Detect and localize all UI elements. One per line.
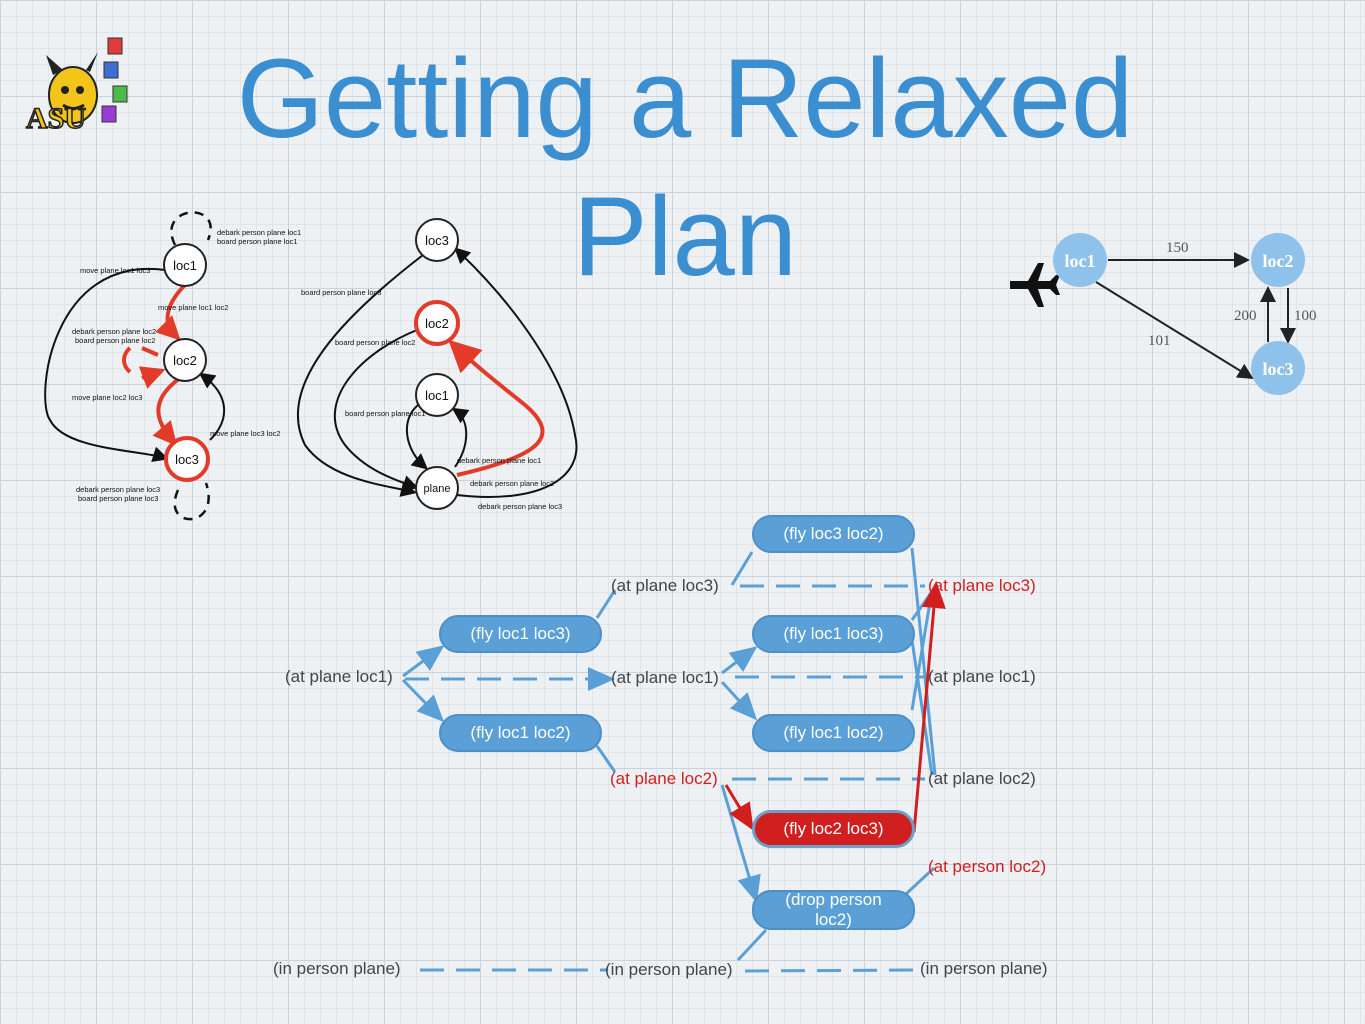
slide-title: Getting a Relaxed Plan [236, 36, 1134, 299]
right-edge-100: 100 [1294, 308, 1317, 324]
left-label-move23: move plane loc2 loc3 [72, 393, 142, 402]
middle-label-board3: board person plane loc3 [301, 288, 381, 297]
right-node-loc2: loc2 [1251, 233, 1305, 287]
svg-text:loc1: loc1 [173, 258, 197, 273]
middle-label-debark1: debark person plane loc1 [457, 456, 541, 465]
prop-at-plane-loc1-level2: (at plane loc1) [928, 667, 1036, 686]
action-fly-loc1-loc3-level1: (fly loc1 loc3) [439, 615, 602, 653]
left-label-self1a: debark person plane loc1 [217, 228, 301, 237]
action-fly-loc1-loc3-level2: (fly loc1 loc3) [752, 615, 915, 653]
left-node-loc1: loc1 [163, 243, 207, 287]
middle-label-board1: board person plane loc1 [345, 409, 425, 418]
prop-in-person-plane-level2: (in person plane) [920, 959, 1048, 978]
left-state-graph: loc1 loc2 loc3 debark person plane loc1 … [44, 211, 301, 521]
svg-text:loc1: loc1 [425, 388, 449, 403]
action-fly-loc1-loc2-level2: (fly loc1 loc2) [752, 714, 915, 752]
middle-label-debark3: debark person plane loc3 [478, 502, 562, 511]
prop-at-plane-loc2-level2: (at plane loc2) [928, 769, 1036, 788]
right-node-loc3: loc3 [1251, 341, 1305, 395]
middle-node-loc1: loc1 [415, 373, 459, 417]
right-distance-graph: loc1 loc2 loc3 150 101 200 100 [1010, 233, 1317, 395]
asu-letters: ASU [26, 102, 86, 135]
asu-logo: ASU [25, 37, 128, 136]
right-edge-101: 101 [1148, 333, 1171, 349]
left-label-self3a: debark person plane loc3 [76, 485, 160, 494]
left-label-self2a: debark person plane loc2 [72, 327, 156, 336]
action-drop-person-loc2: (drop person loc2) [752, 890, 915, 930]
svg-text:loc3: loc3 [1263, 359, 1294, 379]
prop-at-plane-loc2-level1: (at plane loc2) [610, 769, 718, 788]
airplane-icon [1010, 263, 1060, 307]
left-label-move13: move plane loc1 loc3 [80, 266, 150, 275]
svg-text:loc2: loc2 [425, 316, 449, 331]
left-node-loc2: loc2 [163, 338, 207, 382]
middle-node-loc2: loc2 [414, 300, 460, 346]
right-edge-150: 150 [1166, 240, 1189, 256]
middle-state-graph: loc3 loc2 loc1 plane board person plane … [296, 218, 578, 511]
left-label-self1b: board person plane loc1 [217, 237, 297, 246]
svg-text:loc3: loc3 [425, 233, 449, 248]
middle-label-debark2: debark person plane loc2 [470, 479, 554, 488]
prop-at-plane-loc1-level1: (at plane loc1) [611, 668, 719, 687]
left-node-loc3: loc3 [164, 436, 210, 482]
svg-text:plane: plane [424, 483, 451, 495]
middle-label-board2: board person plane loc2 [335, 338, 415, 347]
right-edge-200: 200 [1234, 308, 1257, 324]
svg-text:loc2: loc2 [173, 353, 197, 368]
prop-at-person-loc2-level2: (at person loc2) [928, 857, 1047, 876]
action-fly-loc1-loc2-level1: (fly loc1 loc2) [439, 714, 602, 752]
svg-text:loc3: loc3 [175, 452, 199, 467]
left-label-self2b: board person plane loc2 [75, 336, 155, 345]
prop-in-person-plane-level0: (in person plane) [273, 959, 401, 978]
action-fly-loc3-loc2-level2: (fly loc3 loc2) [752, 515, 915, 553]
middle-node-plane: plane [415, 466, 459, 510]
left-label-move12: move plane loc1 loc2 [158, 303, 228, 312]
left-label-move32: move plane loc3 loc2 [210, 429, 280, 438]
left-label-self3b: board person plane loc3 [78, 494, 158, 503]
right-node-loc1: loc1 [1053, 233, 1107, 287]
prop-at-plane-loc1-level0: (at plane loc1) [285, 667, 393, 686]
prop-in-person-plane-level1: (in person plane) [605, 960, 733, 979]
prop-at-plane-loc3-level1: (at plane loc3) [611, 576, 719, 595]
prop-at-plane-loc3-level2: (at plane loc3) [928, 576, 1036, 595]
svg-text:loc1: loc1 [1065, 251, 1096, 271]
svg-text:loc2: loc2 [1263, 251, 1294, 271]
middle-node-loc3: loc3 [415, 218, 459, 262]
action-fly-loc2-loc3-level2: (fly loc2 loc3) [752, 810, 915, 848]
